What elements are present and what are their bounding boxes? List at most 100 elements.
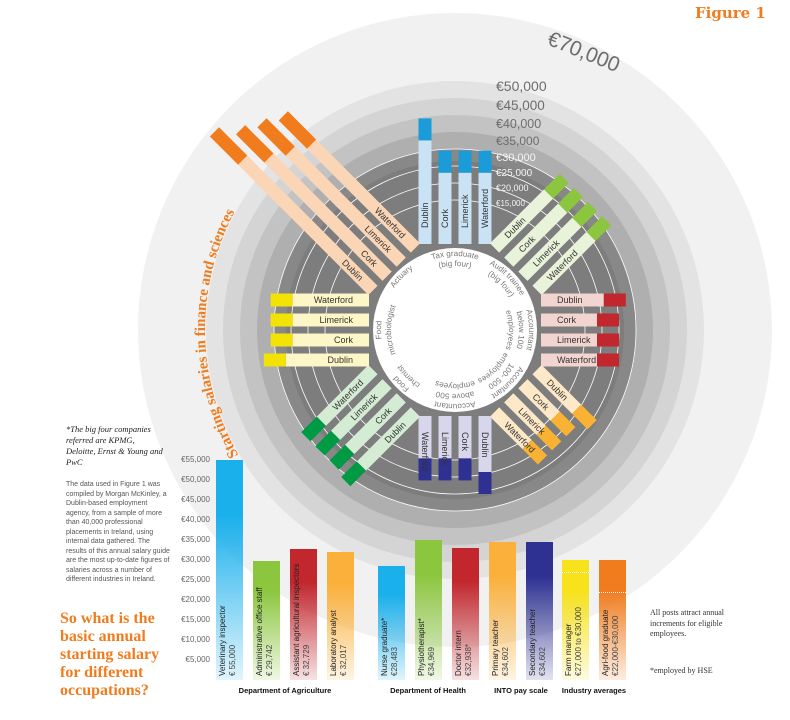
city-salary-bar: [504, 393, 546, 435]
occupation-label: below 100: [514, 310, 526, 350]
occupation-label: (big four): [437, 259, 472, 270]
city-salary-bar-cap: [329, 444, 355, 470]
city-salary-bar-cap: [572, 404, 597, 430]
bar-value: €34,602: [501, 647, 510, 676]
bar-occupation: Nurse graduate*: [380, 617, 389, 676]
occupation-label-line: Accountant: [433, 399, 477, 411]
bar-occupation: Primary teacher: [491, 619, 500, 676]
ring-label: €45,000: [496, 98, 545, 113]
hse-note: *employed by HSE: [650, 666, 713, 675]
city-salary-bar-cap: [209, 127, 248, 165]
city-salary-bar: [285, 353, 369, 367]
city-label: Cork: [440, 208, 450, 228]
salary-bar: Veterinary inspector€ 55,000: [216, 460, 243, 680]
city-salary-bar: [330, 379, 392, 440]
city-salary-bar-cap: [438, 150, 452, 173]
bar-label: Physiotherapist*€34,969: [417, 618, 437, 676]
city-salary-bar-cap: [478, 150, 492, 173]
city-salary-bar: [285, 146, 406, 267]
city-salary-bar: [307, 139, 420, 253]
city-salary-bar-cap: [572, 202, 598, 227]
y-axis-tick-label: €45,000: [181, 495, 210, 504]
bar-label: Doctor intern€32,938*: [454, 630, 474, 676]
salary-bar: Laboratory analyst€ 32,017: [327, 551, 354, 680]
city-salary-bar: [418, 416, 432, 459]
ring-label: €20,000: [496, 183, 529, 193]
city-salary-bar: [356, 407, 420, 471]
city-salary-bar-cap: [438, 458, 452, 481]
city-salary-bar: [458, 172, 472, 244]
increments-note: All posts attract annual increments for …: [650, 608, 724, 638]
y-axis-tick-label: €20,000: [181, 595, 210, 604]
occupation-label-line: Food: [374, 320, 384, 340]
city-salary-bar-cap: [418, 458, 432, 481]
ring-label: €15,000: [496, 199, 525, 208]
y-axis-tick-label: €40,000: [181, 515, 210, 524]
bar-value: € 29,742: [265, 644, 274, 676]
occupation-label: employees: [434, 379, 476, 391]
city-salary-bar-cap: [458, 458, 472, 481]
salary-bar: Secondary teacher€34,602: [526, 541, 553, 680]
bar-label: Administrative office staff€ 29,742: [255, 587, 275, 676]
occupation-label-line: above 500: [434, 389, 475, 401]
city-salary-bar-cap: [263, 353, 286, 367]
y-axis-tick-label: €15,000: [181, 615, 210, 624]
city-salary-bar-cap: [597, 353, 619, 367]
y-axis-tick-label: €30,000: [181, 555, 210, 564]
occupation-label: Accountant: [524, 309, 536, 353]
salary-bar: Doctor intern€32,938*: [452, 548, 479, 680]
bar-occupation: Farm manager: [564, 623, 573, 676]
city-label: Limerick: [557, 335, 591, 345]
city-label: Dublin: [557, 295, 583, 305]
range-low-marker: [562, 572, 589, 573]
city-salary-bar-cap: [597, 333, 619, 347]
city-salary-bar-cap: [597, 313, 619, 327]
city-salary-bar-cap: [550, 411, 576, 437]
city-label: Waterford: [314, 295, 353, 305]
occupation-label-line: employees: [434, 379, 476, 391]
bar-label: Nurse graduate*€28,483: [380, 618, 400, 676]
city-salary-bar: [478, 172, 492, 244]
occupation-label: above 500: [434, 389, 475, 401]
city-salary-bar: [490, 407, 532, 450]
bar-label: Primary teacher€34,602: [491, 620, 511, 676]
occupation-label: Food: [374, 320, 384, 340]
occupation-label-line: employees: [504, 309, 516, 351]
city-label: Limerick: [440, 432, 450, 466]
bar-value: €27,000 to €30,000: [574, 607, 583, 676]
occupation-label: employees: [504, 309, 516, 351]
salary-bar: Farm manager€27,000 to €30,000: [562, 560, 589, 680]
city-label: Limerick: [460, 194, 470, 228]
bar-value: €32,938*: [464, 643, 473, 676]
bar-value: € 55,000: [228, 644, 237, 676]
ring-label: €50,000: [496, 78, 547, 94]
city-label: Limerick: [319, 315, 353, 325]
ring-label: €30,000: [496, 152, 536, 164]
bar-group-label: Department of Health: [390, 686, 466, 695]
bar-occupation: Administrative office staff: [255, 587, 264, 676]
city-label: Dublin: [480, 432, 490, 458]
city-label: Cork: [334, 335, 354, 345]
city-salary-bar-cap: [315, 430, 341, 456]
bar-value: €34,602: [538, 647, 547, 676]
bar-value: € 32,017: [339, 644, 348, 676]
city-salary-bar: [292, 333, 369, 347]
city-salary-bar-cap: [522, 439, 548, 465]
city-label: Waterford: [480, 189, 490, 228]
city-salary-bar-cap: [478, 472, 492, 494]
ring-gridline: [290, 165, 620, 495]
salary-bar: Administrative office staff€ 29,742: [253, 561, 280, 680]
city-salary-bar: [264, 153, 392, 281]
ring-label: €40,000: [496, 117, 541, 131]
city-salary-bar: [345, 393, 406, 455]
city-salary-bar: [238, 155, 378, 295]
bar-group-label: INTO pay scale: [494, 686, 548, 695]
city-salary-bar: [316, 365, 378, 426]
bar-occupation: Secondary teacher: [528, 608, 537, 676]
bar-occupation: Laboratory analyst: [329, 610, 338, 676]
city-salary-bar: [438, 416, 452, 459]
city-salary-bar-cap: [236, 125, 274, 163]
